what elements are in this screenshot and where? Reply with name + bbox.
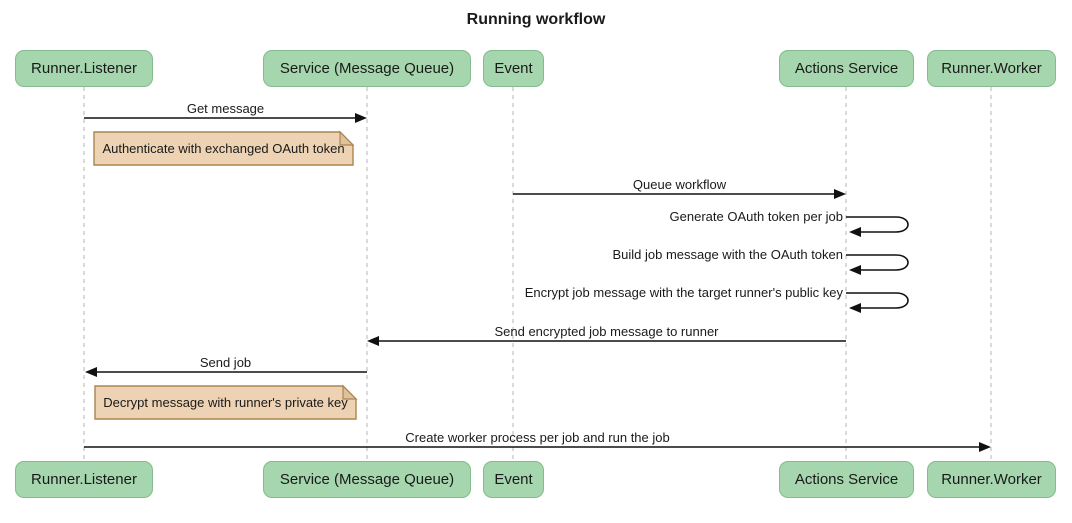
arrowhead-left-icon <box>849 303 861 313</box>
message-label-send-job: Send job <box>199 355 252 370</box>
actor-label: Event <box>494 60 533 77</box>
actor-label: Runner.Worker <box>941 471 1042 488</box>
actor-label: Actions Service <box>794 60 899 77</box>
actor-runner-listener-top: Runner.Listener <box>15 50 153 87</box>
note-fold-icon <box>342 384 358 400</box>
arrowhead-right-icon <box>979 442 991 452</box>
actor-label: Event <box>494 471 533 488</box>
actor-event-bottom: Event <box>483 461 544 498</box>
self-loop-generate-oauth-token <box>846 216 909 233</box>
message-label-queue-workflow: Queue workflow <box>632 177 727 192</box>
actor-runner-worker-top: Runner.Worker <box>927 50 1056 87</box>
actor-service-message-queue-top: Service (Message Queue) <box>263 50 471 87</box>
actor-label: Service (Message Queue) <box>279 471 455 488</box>
message-label-build-job-message: Build job message with the OAuth token <box>612 247 843 262</box>
actor-label: Service (Message Queue) <box>279 60 455 77</box>
arrowhead-left-icon <box>85 367 97 377</box>
actor-label: Runner.Listener <box>31 471 137 488</box>
note-shape-decrypt <box>94 385 357 420</box>
message-label-generate-oauth-token: Generate OAuth token per job <box>669 209 843 224</box>
diagram-title: Running workflow <box>466 11 606 28</box>
actor-runner-worker-bottom: Runner.Worker <box>927 461 1056 498</box>
actor-service-message-queue-bottom: Service (Message Queue) <box>263 461 471 498</box>
message-label-create-worker-process: Create worker process per job and run th… <box>405 430 670 445</box>
actor-actions-service-bottom: Actions Service <box>779 461 914 498</box>
actor-runner-listener-bottom: Runner.Listener <box>15 461 153 498</box>
arrowhead-left-icon <box>849 265 861 275</box>
note-shape-authenticate <box>93 131 354 166</box>
note-fold-icon <box>339 130 355 146</box>
actor-label: Actions Service <box>794 471 899 488</box>
arrowhead-left-icon <box>849 227 861 237</box>
note-decrypt: Decrypt message with runner's private ke… <box>103 395 348 410</box>
arrowhead-right-icon <box>834 189 846 199</box>
note-authenticate: Authenticate with exchanged OAuth token <box>102 141 345 156</box>
message-label-get-message: Get message <box>186 101 265 116</box>
arrowhead-left-icon <box>367 336 379 346</box>
actor-actions-service-top: Actions Service <box>779 50 914 87</box>
actor-label: Runner.Worker <box>941 60 1042 77</box>
arrowhead-right-icon <box>355 113 367 123</box>
actor-event-top: Event <box>483 50 544 87</box>
self-loop-encrypt-job-message <box>846 292 909 309</box>
message-label-send-encrypted-job-message: Send encrypted job message to runner <box>494 324 719 339</box>
self-loop-build-job-message <box>846 254 909 271</box>
actor-label: Runner.Listener <box>31 60 137 77</box>
message-label-encrypt-job-message: Encrypt job message with the target runn… <box>524 285 843 300</box>
